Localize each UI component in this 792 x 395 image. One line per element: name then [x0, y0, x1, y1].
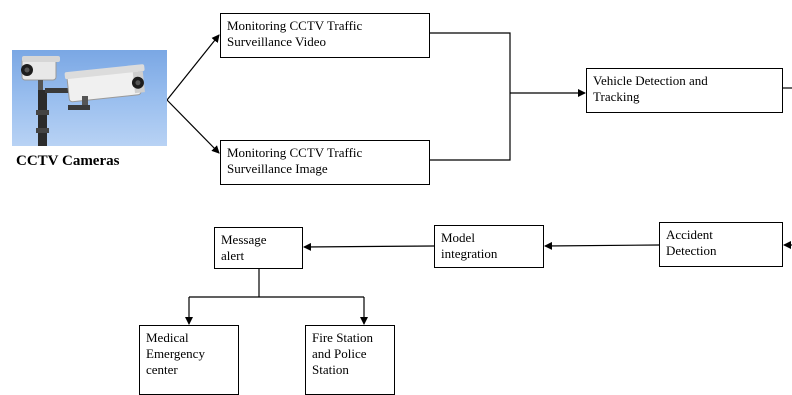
cctv-camera-icon [21, 56, 145, 146]
node-accident-detection: Accident Detection [659, 222, 783, 267]
node-monitoring-video: Monitoring CCTV Traffic Surveillance Vid… [220, 13, 430, 58]
line-video-to-merge [430, 32, 511, 161]
node-model-integration: Model integration [434, 225, 544, 268]
arrow-model-to-message [303, 242, 435, 251]
node-vehicle-detection: Vehicle Detection and Tracking [586, 68, 783, 113]
arrow-camera-to-video [166, 34, 220, 101]
node-medical-emergency: Medical Emergency center [139, 325, 239, 395]
cctv-cameras-label: CCTV Cameras [16, 153, 120, 169]
cctv-cameras-image [12, 50, 167, 146]
flow-connectors [166, 32, 792, 325]
arrow-camera-to-image [166, 99, 220, 154]
node-message-alert: Message alert [214, 227, 303, 269]
node-fire-police-station: Fire Station and Police Station [305, 325, 395, 395]
arrow-accident-to-model [544, 241, 660, 250]
node-monitoring-image: Monitoring CCTV Traffic Surveillance Ima… [220, 140, 430, 185]
